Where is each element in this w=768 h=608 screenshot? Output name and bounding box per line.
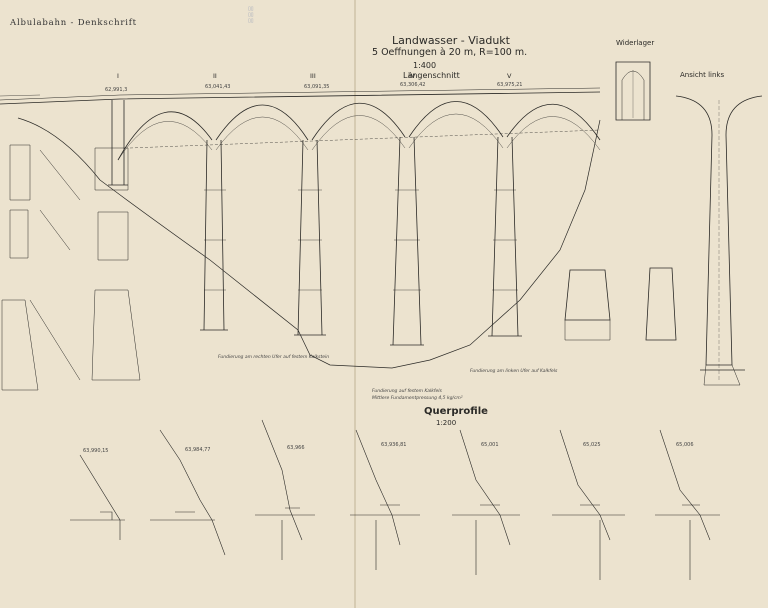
pier-level-marks [129, 129, 601, 291]
pier-numeral: V [507, 72, 512, 80]
pier-numeral: IV [409, 72, 416, 80]
cross-sections-scale: 1:200 [436, 419, 457, 427]
parapet-line [0, 87, 601, 101]
cross-sections [70, 419, 720, 580]
drawing-title: Landwasser - Viadukt [392, 34, 510, 47]
foundation-note-center: Fundierung auf festem Kalkfels [372, 389, 442, 394]
cross-chainage: 65,001 [481, 442, 499, 448]
side-view-pier [675, 95, 763, 386]
viaduct-piers [108, 100, 522, 346]
viaduct-arches [117, 101, 601, 161]
cross-chainage: 65,006 [676, 442, 694, 448]
chainage-label: 62,991,3 [105, 87, 128, 93]
abutment-studies [1, 144, 141, 391]
archive-stamp: ▯▯▯▯▯▯ [248, 6, 254, 24]
longitudinal-section-label: Längenschnitt [403, 71, 460, 80]
cross-chainage: 63,966 [287, 445, 305, 451]
cross-chainage: 63,984,77 [185, 447, 211, 453]
ground-profile [17, 117, 601, 369]
abutment-label: Widerlager [616, 39, 655, 47]
abutment-detail [615, 61, 651, 121]
cross-chainage: 63,990,15 [83, 448, 109, 454]
series-header: Albulabahn - Denkschrift [10, 18, 137, 28]
chainage-label: 63,306,42 [400, 82, 426, 88]
chainage-label: 63,041,43 [205, 84, 231, 90]
foundation-pressure-note: Mittlere Fundamentpressung 4,5 kg/cm² [372, 396, 463, 401]
main-scale: 1:400 [413, 61, 437, 70]
cross-sections-title: Querprofile [424, 406, 488, 417]
pier-numeral: III [310, 72, 316, 80]
foundation-note-right: Fundierung am rechten Ufer auf festem Ka… [218, 355, 330, 360]
foundation-note-left: Fundierung am linken Ufer auf Kalkfels [470, 369, 558, 374]
deck-line [0, 91, 601, 105]
chainage-label: 63,975,21 [497, 82, 523, 88]
foundation-detail [564, 267, 677, 341]
cross-chainage: 63,936,81 [381, 442, 407, 448]
drawing-spec: 5 Oeffnungen à 20 m, R=100 m. [372, 47, 528, 58]
pier-numeral: II [213, 72, 217, 80]
chainage-label: 63,091,35 [304, 84, 330, 90]
side-view-label: Ansicht links [680, 71, 725, 79]
cross-chainage: 65,025 [583, 442, 601, 448]
pier-numeral: I [117, 72, 119, 80]
